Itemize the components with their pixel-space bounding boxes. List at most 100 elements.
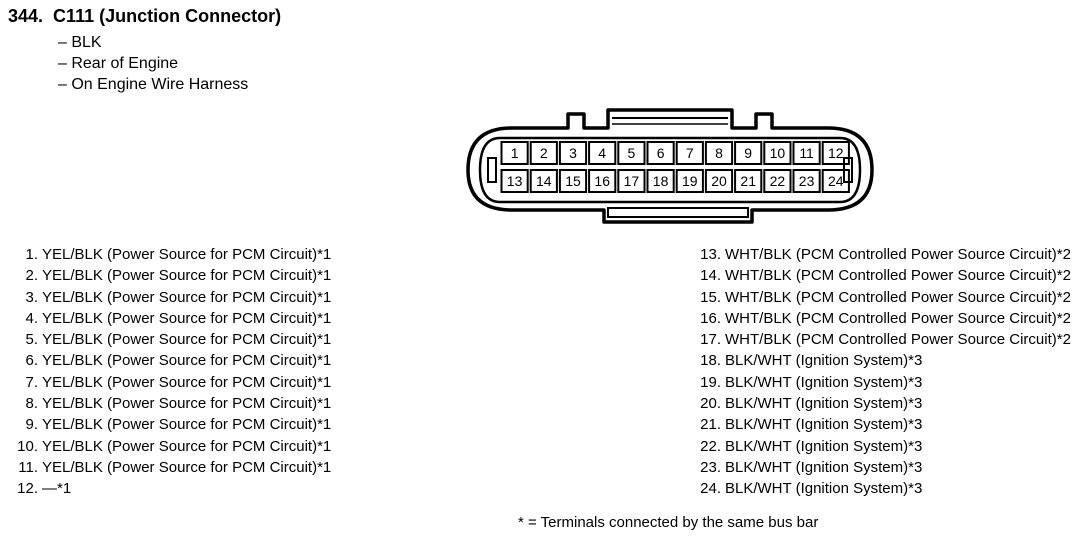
connector-housing-outline (466, 108, 874, 224)
terminal-number: 10 (770, 145, 786, 161)
terminal-cell (646, 169, 675, 193)
pin-description: —*1 (42, 480, 72, 498)
terminal-number: 11 (799, 145, 814, 161)
pin-number: 24. (700, 480, 721, 498)
pin-list-item: 3.YEL/BLK (Power Source for PCM Circuit)… (8, 287, 331, 308)
pin-list-right: 13.WHT/BLK (PCM Controlled Power Source … (691, 244, 1071, 500)
terminal-cell (704, 169, 734, 193)
pin-number: 14. (700, 267, 721, 285)
bottom-key (607, 207, 749, 218)
pin-list-item: 24.BLK/WHT (Ignition System)*3 (691, 478, 1071, 499)
pin-list-item: 9.YEL/BLK (Power Source for PCM Circuit)… (8, 414, 331, 435)
pin-number: 13. (700, 246, 721, 263)
pin-list-item: 11.YEL/BLK (Power Source for PCM Circuit… (8, 457, 331, 478)
pin-number: 20. (700, 395, 721, 413)
terminal-number: 5 (628, 145, 636, 161)
pin-list-item: 15.WHT/BLK (PCM Controlled Power Source … (691, 287, 1071, 308)
pin-description: BLK/WHT (Ignition System)*3 (725, 373, 923, 391)
terminal-number: 4 (598, 145, 606, 161)
terminal-number: 14 (536, 173, 552, 189)
pin-description: YEL/BLK (Power Source for PCM Circuit)*1 (42, 288, 332, 306)
pin-list-item: 6.YEL/BLK (Power Source for PCM Circuit)… (8, 350, 331, 371)
terminal-cell (704, 141, 734, 165)
terminal-cell (529, 141, 558, 165)
pin-list-item: 1.YEL/BLK (Power Source for PCM Circuit)… (8, 244, 331, 265)
pin-number: 3. (25, 288, 38, 306)
pin-description: WHT/BLK (PCM Controlled Power Source Cir… (725, 246, 1071, 263)
pin-list-item: 18.BLK/WHT (Ignition System)*3 (691, 350, 1071, 371)
pin-list-item: 19.BLK/WHT (Ignition System)*3 (691, 372, 1071, 393)
section-number: 344. (8, 6, 44, 26)
pin-description: YEL/BLK (Power Source for PCM Circuit)*1 (42, 309, 332, 327)
pin-number: 8. (25, 395, 38, 413)
pin-description: YEL/BLK (Power Source for PCM Circuit)*1 (42, 458, 332, 476)
terminal-number: 12 (828, 145, 844, 161)
terminal-number: 23 (799, 173, 815, 189)
terminal-number: 21 (740, 173, 756, 189)
pin-description: BLK/WHT (Ignition System)*3 (725, 437, 923, 455)
pin-number: 9. (25, 416, 38, 434)
terminal-number: 1 (511, 145, 519, 161)
pin-number: 6. (25, 352, 38, 370)
pin-description: WHT/BLK (PCM Controlled Power Source Cir… (725, 309, 1071, 327)
terminal-number: 13 (507, 173, 523, 189)
page-title: 344. C111 (Junction Connector) (8, 6, 281, 27)
pin-list-item: 7.YEL/BLK (Power Source for PCM Circuit)… (8, 372, 331, 393)
pin-number: 11. (18, 458, 38, 476)
pin-description: WHT/BLK (PCM Controlled Power Source Cir… (725, 331, 1071, 349)
pin-description: BLK/WHT (Ignition System)*3 (725, 458, 923, 476)
terminal-number: 16 (594, 173, 610, 189)
pin-number: 7. (25, 373, 38, 391)
terminal-cell (500, 141, 529, 165)
terminal-number: 18 (653, 173, 669, 189)
pin-list-item: 21.BLK/WHT (Ignition System)*3 (691, 414, 1071, 435)
terminal-number: 20 (711, 173, 727, 189)
pin-number: 19. (700, 373, 721, 391)
pin-number: 23. (700, 458, 721, 476)
terminal-cell (821, 169, 850, 193)
pin-list-item: 12.—*1 (8, 478, 331, 499)
pin-number: 22. (700, 437, 721, 455)
terminal-cell (500, 169, 529, 193)
terminal-number: 15 (565, 173, 581, 189)
detail-color: – BLK (58, 34, 102, 51)
terminal-cell (588, 169, 617, 193)
terminal-cell (675, 141, 704, 165)
pin-number: 15. (700, 288, 721, 306)
terminal-cell (763, 169, 792, 193)
pin-description: YEL/BLK (Power Source for PCM Circuit)*1 (42, 373, 332, 391)
terminal-cell (792, 169, 821, 193)
terminal-cell (792, 141, 821, 165)
connector-name: C111 (Junction Connector) (53, 6, 282, 26)
pin-description: BLK/WHT (Ignition System)*3 (725, 395, 923, 413)
pin-number: 4. (25, 309, 38, 327)
terminal-cell (588, 141, 617, 165)
terminal-cell (558, 141, 588, 165)
pin-description: WHT/BLK (PCM Controlled Power Source Cir… (725, 267, 1071, 285)
pin-number: 2. (25, 267, 38, 285)
pin-description: BLK/WHT (Ignition System)*3 (725, 416, 923, 434)
terminal-number: 19 (682, 173, 698, 189)
terminal-cell (763, 141, 792, 165)
pin-number: 17. (700, 331, 721, 349)
terminal-number: 24 (828, 173, 844, 189)
left-notch (487, 157, 497, 183)
pin-list-item: 10.YEL/BLK (Power Source for PCM Circuit… (8, 436, 331, 457)
terminal-number: 9 (744, 145, 752, 161)
pin-number: 21. (700, 416, 721, 434)
pin-description: YEL/BLK (Power Source for PCM Circuit)*1 (42, 246, 332, 263)
pin-description: YEL/BLK (Power Source for PCM Circuit)*1 (42, 395, 332, 413)
terminal-number: 7 (686, 145, 694, 161)
footnote: * = Terminals connected by the same bus … (518, 514, 819, 531)
pin-description: WHT/BLK (PCM Controlled Power Source Cir… (725, 288, 1071, 306)
connector-details: – BLK – Rear of Engine – On Engine Wire … (58, 32, 248, 95)
pin-list-item: 5.YEL/BLK (Power Source for PCM Circuit)… (8, 329, 331, 350)
pin-list-item: 13.WHT/BLK (PCM Controlled Power Source … (691, 244, 1071, 265)
pin-description: YEL/BLK (Power Source for PCM Circuit)*1 (42, 267, 332, 285)
terminal-number: 8 (715, 145, 723, 161)
terminal-cell (734, 169, 763, 193)
pin-list-item: 14.WHT/BLK (PCM Controlled Power Source … (691, 265, 1071, 286)
detail-harness: – On Engine Wire Harness (58, 76, 249, 93)
